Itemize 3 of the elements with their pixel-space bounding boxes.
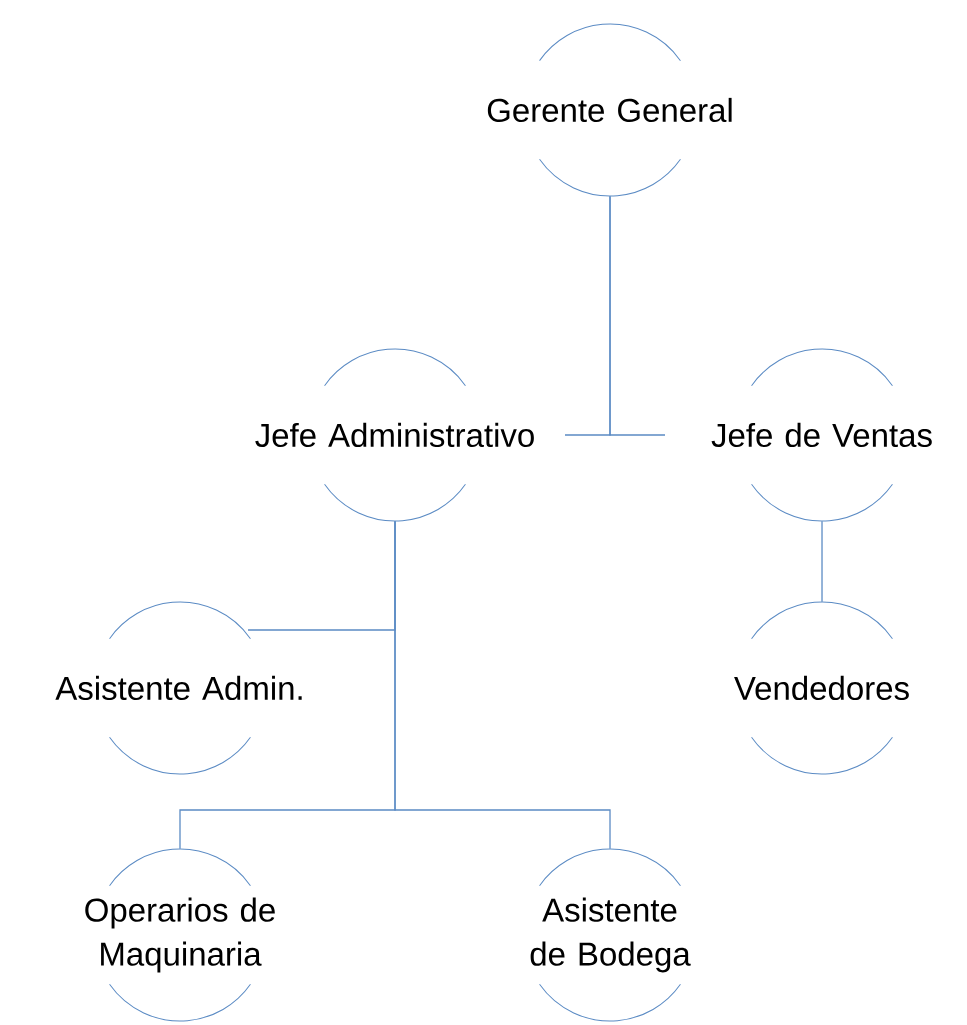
connector-line — [609, 195, 666, 436]
connector-line — [394, 520, 611, 850]
connector-line — [821, 520, 823, 603]
